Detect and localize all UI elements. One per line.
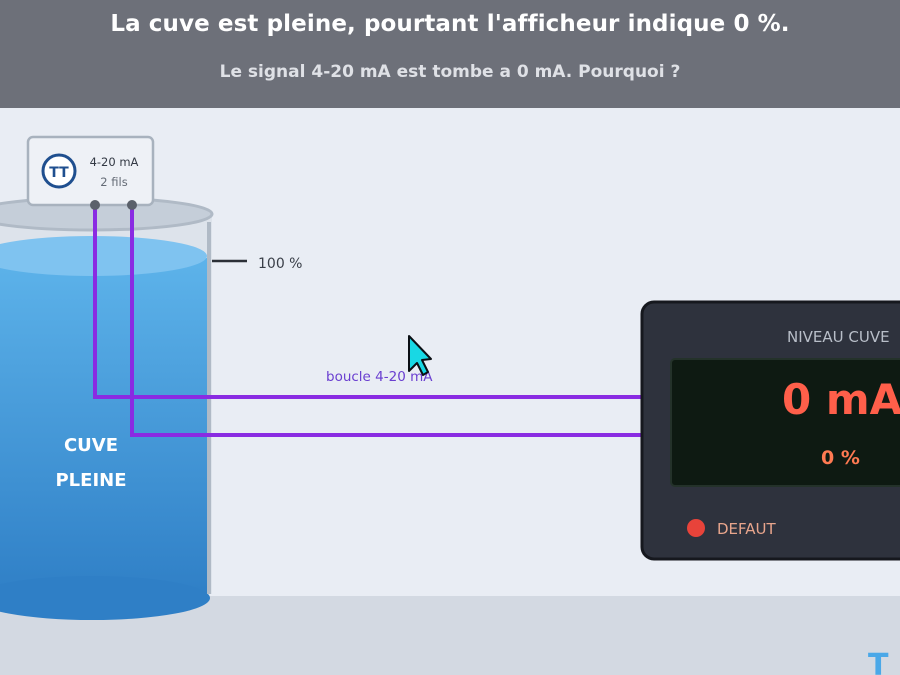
tank-water-bottom (0, 576, 210, 620)
tank: CUVE PLEINE (0, 196, 214, 620)
display-title: NIVEAU CUVE (787, 328, 890, 346)
wire-top (93, 205, 645, 399)
corner-logo: T (868, 648, 889, 675)
tank-label-line2: PLEINE (55, 470, 126, 491)
transmitter-signal: 4-20 mA (90, 155, 139, 169)
page-subtitle: Le signal 4-20 mA est tombe a 0 mA. Pour… (219, 62, 681, 82)
display-current-value: 0 mA (782, 375, 900, 424)
level-display: NIVEAU CUVE 0 mA 0 % DEFAUT (640, 300, 900, 561)
display-screen (670, 358, 900, 487)
tank-label-line1: CUVE (64, 435, 118, 456)
tank-water (0, 258, 207, 598)
display-percent-value: 0 % (821, 447, 860, 469)
loop-wires (93, 205, 645, 437)
header-banner: La cuve est pleine, pourtant l'afficheur… (0, 0, 900, 108)
page-title: La cuve est pleine, pourtant l'afficheur… (110, 11, 790, 37)
water-surface (0, 236, 207, 276)
wire-bottom (130, 205, 645, 437)
mouse-cursor-icon (408, 335, 432, 376)
fault-label: DEFAUT (717, 520, 777, 538)
transmitter: TT 4-20 mA 2 fils (26, 135, 155, 210)
fault-indicator-led (687, 519, 705, 537)
level-mark-label: 100 % (258, 256, 302, 272)
transmitter-tag-circle (41, 153, 77, 189)
terminal-right (127, 200, 137, 210)
loop-label: boucle 4-20 mA (326, 369, 433, 385)
terminal-left (90, 200, 100, 210)
transmitter-wiring: 2 fils (100, 175, 127, 189)
transmitter-tag: TT (49, 165, 69, 181)
